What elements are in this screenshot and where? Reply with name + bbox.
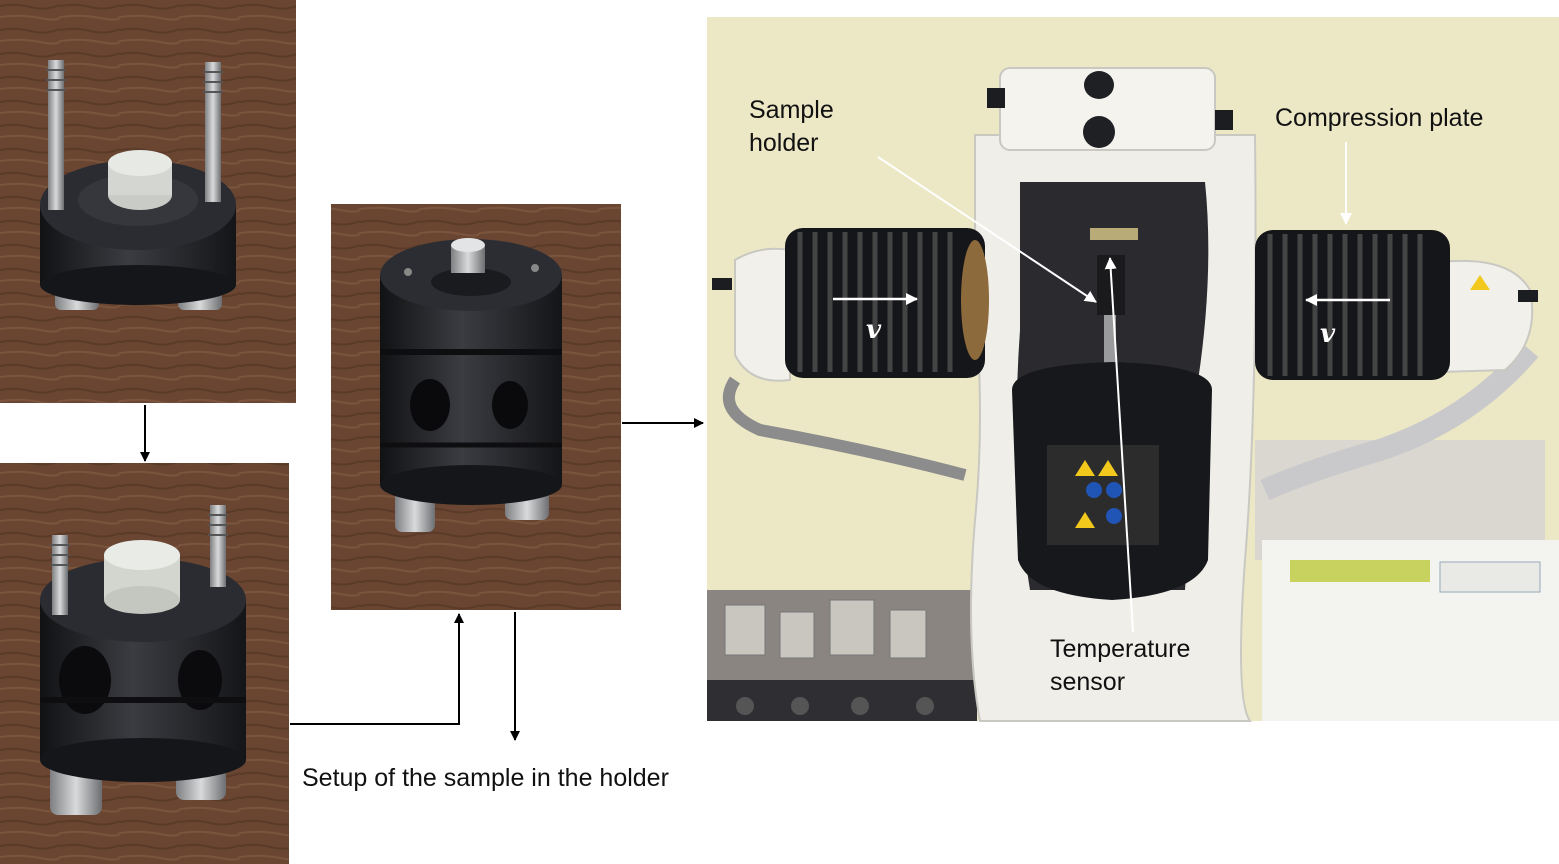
setup-caption: Setup of the sample in the holder — [302, 764, 669, 792]
photo-sample-in-holder — [0, 463, 289, 864]
photo-holder-open — [0, 0, 296, 403]
photo-holder-closed — [331, 204, 621, 610]
temperature-sensor-pointer — [1104, 257, 1134, 633]
sample-holder-pointer — [877, 156, 1097, 303]
velocity-label-right: v — [1320, 319, 1336, 349]
sample-holder-label: Sample holder — [749, 96, 834, 157]
photo-compression-instrument — [707, 17, 1559, 722]
compression-plate-label: Compression plate — [1275, 104, 1484, 132]
velocity-label-left: v — [866, 315, 882, 345]
arrow-photo2-to-photo3 — [290, 613, 464, 725]
temperature-sensor-label: Temperature sensor — [1050, 635, 1191, 696]
